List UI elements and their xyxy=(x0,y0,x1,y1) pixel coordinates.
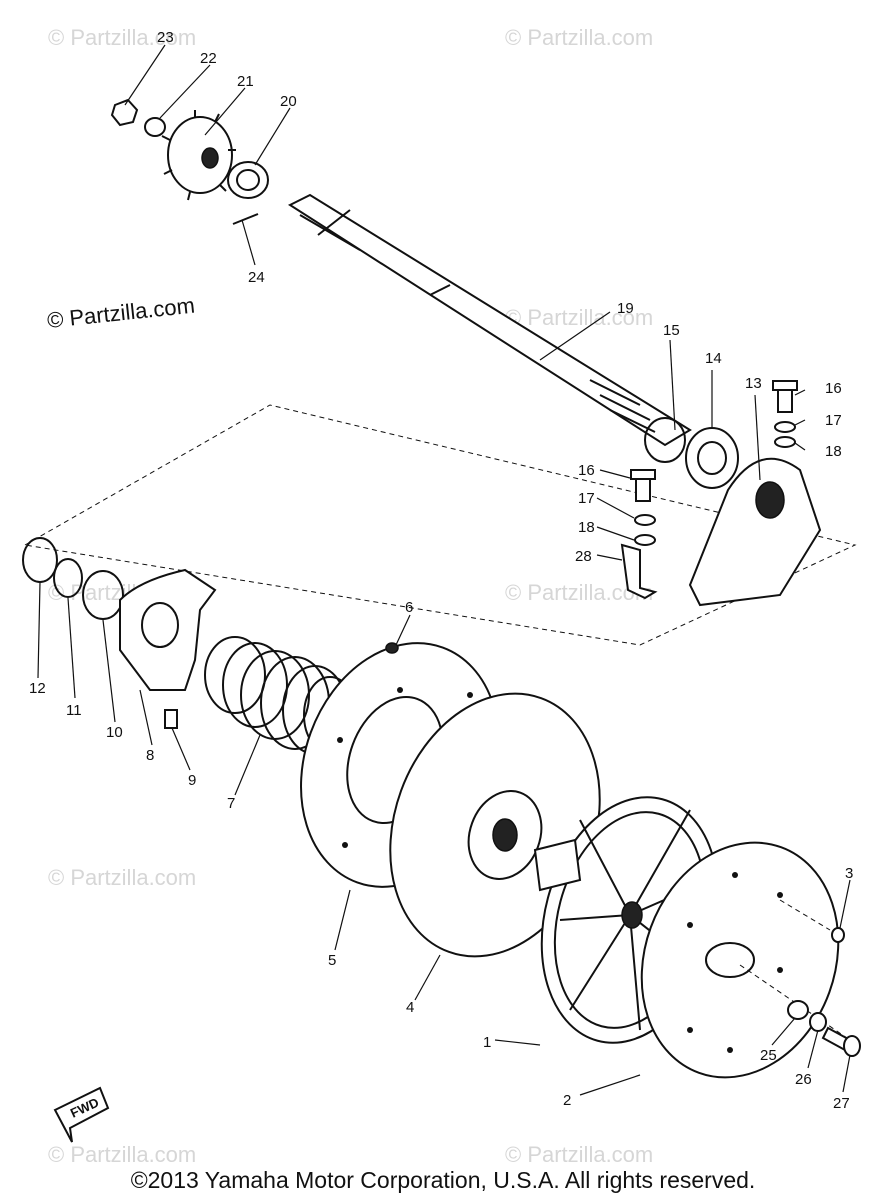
callouts: 1 2 3 4 5 6 7 8 9 10 11 12 13 14 15 16 1… xyxy=(29,29,853,1112)
watermark: © Partzilla.com xyxy=(48,1142,196,1167)
callout-1: 1 xyxy=(483,1034,491,1051)
callout-11: 11 xyxy=(66,702,82,719)
callout-18-upper: 18 xyxy=(825,443,842,460)
rings xyxy=(22,537,124,620)
callout-2: 2 xyxy=(563,1092,571,1109)
callout-8: 8 xyxy=(146,747,154,764)
fwd-arrow: FWD xyxy=(53,1086,110,1143)
callout-9: 9 xyxy=(188,772,196,789)
callout-23: 23 xyxy=(157,29,174,46)
shaft-19 xyxy=(287,193,692,447)
callout-16-lower: 16 xyxy=(578,462,595,479)
right-hardware xyxy=(620,380,822,607)
watermark: © Partzilla.com xyxy=(505,25,653,50)
callout-5: 5 xyxy=(328,952,336,969)
watermark-dark: © Partzilla.com xyxy=(46,293,196,333)
leader-lines xyxy=(37,44,851,1096)
callout-12: 12 xyxy=(29,680,46,697)
callout-4: 4 xyxy=(406,999,414,1016)
callout-21: 21 xyxy=(237,73,254,90)
watermark: © Partzilla.com xyxy=(48,25,196,50)
watermark: © Partzilla.com xyxy=(505,305,653,330)
callout-18-lower: 18 xyxy=(578,519,595,536)
watermark: © Partzilla.com xyxy=(48,865,196,890)
callout-3: 3 xyxy=(845,865,853,882)
callout-17-lower: 17 xyxy=(578,490,595,507)
callout-16-upper: 16 xyxy=(825,380,842,397)
callout-22: 22 xyxy=(200,50,217,67)
callout-19: 19 xyxy=(617,300,634,317)
top-hardware xyxy=(110,98,269,225)
callout-15: 15 xyxy=(663,322,680,339)
small-hardware xyxy=(787,927,861,1057)
callout-28: 28 xyxy=(575,548,592,565)
copyright-notice: ©2013 Yamaha Motor Corporation, U.S.A. A… xyxy=(131,1167,756,1193)
callout-13: 13 xyxy=(745,375,762,392)
callout-17-upper: 17 xyxy=(825,412,842,429)
watermark: © Partzilla.com xyxy=(505,1142,653,1167)
callout-14: 14 xyxy=(705,350,722,367)
plate-2 xyxy=(640,841,851,1079)
callout-27: 27 xyxy=(833,1095,850,1112)
cam-assembly xyxy=(119,568,217,729)
callout-24: 24 xyxy=(248,269,265,286)
callout-20: 20 xyxy=(280,93,297,110)
callout-6: 6 xyxy=(405,599,413,616)
callout-25: 25 xyxy=(760,1047,777,1064)
callout-10: 10 xyxy=(106,724,123,741)
callout-7: 7 xyxy=(227,795,235,812)
assembly-outline xyxy=(23,404,857,646)
callout-26: 26 xyxy=(795,1071,812,1088)
